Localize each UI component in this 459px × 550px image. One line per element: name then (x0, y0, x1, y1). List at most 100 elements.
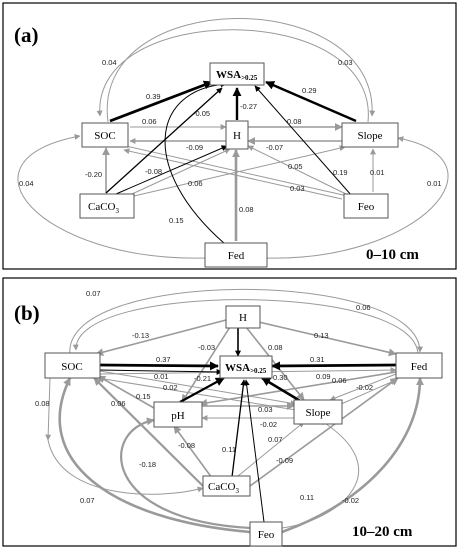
coef-b-h-soc: -0.13 (132, 331, 149, 340)
edge-b-soc-wsa-thin (99, 368, 223, 375)
edge-b-feo-ph (120, 417, 251, 530)
coef-b-ph-wsa: -0.21 (194, 374, 211, 383)
edge-b-h-soc (95, 319, 227, 357)
edge-b-fed-soc-arc (72, 299, 419, 356)
edge-caco3-h-gray (131, 148, 231, 195)
coef-b-caco3-ph: -0.08 (178, 441, 195, 450)
svg-text:Fed: Fed (228, 250, 245, 262)
node-a-h: H (225, 120, 249, 150)
svg-text:Slope: Slope (305, 407, 330, 419)
svg-text:H: H (233, 130, 241, 142)
coef-a-arc-top-right: 0.03 (338, 58, 353, 67)
coef-b-feo-slope: -0.02 (342, 496, 359, 505)
svg-text:WSA>0.25: WSA>0.25 (225, 362, 267, 375)
coef-b-h-slope: 0.08 (268, 343, 283, 352)
coef-a-soc-h-upper: 0.06 (142, 117, 157, 126)
coef-b-arc-top: 0.07 (86, 289, 101, 298)
coef-b-caco3-soc: -0.18 (139, 460, 156, 469)
coef-a-slope-wsa: 0.29 (302, 86, 317, 95)
coef-b-fed-wsa: 0.31 (310, 355, 325, 364)
panel-a-depth: 0–10 cm (366, 247, 419, 263)
coef-a-arc-top-left: 0.04 (102, 58, 117, 67)
edge-fed-soc-arc (17, 134, 206, 259)
edge-feo-wsa (254, 85, 353, 197)
edge-b-h-fed (249, 319, 397, 357)
edge-caco3-wsa (105, 87, 223, 194)
node-b-caco3: CaCO3 (202, 475, 251, 497)
edge-b-feo-fed (281, 377, 424, 534)
coef-b-soc-wsa: 0.37 (156, 355, 171, 364)
coef-a-h-wsa: -0.27 (240, 102, 257, 111)
coef-a-feo-h: 0.19 (333, 168, 348, 177)
edge-b-slope-wsa (261, 376, 303, 404)
coef-b-caco3-slope: 0.07 (268, 435, 283, 444)
edge-soc-feo (125, 145, 353, 199)
edge-b-caco3-ph (173, 425, 213, 479)
node-a-wsa: WSA>0.25 (209, 62, 265, 86)
coef-a-caco3-soc: -0.20 (85, 170, 102, 179)
svg-text:pH: pH (171, 410, 185, 422)
edge-b-fed-slope (329, 373, 397, 401)
coef-b-ph-slope-lower: -0.02 (260, 420, 277, 429)
edge-b-soc-slope (99, 370, 297, 407)
edge-b-soc-left (45, 377, 52, 441)
coef-a-soc-feo: 0.05 (288, 162, 303, 171)
node-b-wsa: WSA>0.25 (219, 355, 273, 379)
coef-a-feo-wsa: -0.05 (193, 109, 210, 118)
edge-b-ph-soc (97, 375, 155, 409)
node-b-slope: Slope (293, 399, 343, 425)
edge-b-feo-slope (281, 419, 359, 529)
coef-a-soc-h-lower: -0.09 (186, 143, 203, 152)
coef-a-h-slope-upper: 0.08 (287, 117, 302, 126)
edge-b-soc-wsa (99, 361, 219, 371)
coef-b-soc-left: 0.08 (35, 399, 50, 408)
coef-b-ph-slope-upper: 0.03 (258, 405, 273, 414)
svg-text:SOC: SOC (61, 361, 82, 373)
edge-b-feo-soc (58, 377, 251, 534)
coef-b-soc-ph: 0.15 (136, 392, 151, 401)
svg-text:Feo: Feo (258, 529, 275, 541)
coef-b-arc-top-right: 0.06 (356, 303, 371, 312)
svg-text:H: H (239, 312, 247, 324)
node-a-fed: Fed (204, 242, 268, 268)
coef-b-slope-wsa: 0.30 (273, 373, 288, 382)
coef-b-fed-slope-lower: -0.02 (356, 383, 373, 392)
coef-a-fed-soc-arc: 0.04 (19, 179, 34, 188)
edge-b-ph-wsa (179, 377, 225, 403)
coef-b-soc-slope: 0.01 (154, 372, 169, 381)
edge-b-feo-wsa (243, 379, 265, 523)
node-a-soc: SOC (81, 122, 129, 148)
node-b-soc: SOC (44, 352, 101, 379)
node-b-ph: pH (153, 401, 203, 428)
edge-b-soc-left-curve (47, 439, 204, 495)
coef-a-caco3-h: -0.08 (145, 167, 162, 176)
edge-slope-wsa (265, 80, 357, 123)
coef-b-fed-slope: 0.06 (332, 376, 347, 385)
panel-b: (b) 10–20 cm (2, 277, 457, 547)
coef-a-caco3-slope: 0.06 (188, 179, 203, 188)
svg-text:Slope: Slope (357, 130, 382, 142)
edge-b-fed-ph (199, 371, 397, 407)
svg-text:SOC: SOC (94, 130, 115, 142)
svg-text:CaCO3: CaCO3 (208, 481, 240, 495)
coef-a-feo-slope: 0.01 (370, 168, 385, 177)
node-a-caco3: CaCO3 (79, 193, 135, 219)
coef-b-h-fed: 0.13 (314, 331, 329, 340)
edge-b-caco3-fed (249, 377, 399, 487)
coef-a-soc-wsa: 0.39 (146, 92, 161, 101)
edge-soc-wsa (109, 80, 213, 123)
svg-text:WSA>0.25: WSA>0.25 (216, 69, 258, 82)
edge-fed-slope-arc (265, 136, 449, 259)
edge-b-slope-fed (331, 379, 397, 409)
panel-b-depth: 10–20 cm (352, 524, 413, 540)
coef-b-caco3-wsa: 0.11 (222, 445, 236, 454)
edge-caco3-h-black (115, 145, 228, 195)
panel-a: (a) 0–10 cm 0.04 0.03 0.39 0.29 -0.27 - (2, 2, 457, 270)
coef-b-fed-ph: 0.09 (316, 372, 331, 381)
edge-fed-wsa (164, 81, 227, 245)
coef-b-feo-fed: 0.11 (300, 493, 314, 502)
edge-b-caco3-wsa (231, 379, 247, 478)
panel-a-label: (a) (14, 23, 39, 47)
coef-a-feo-soc: 0.03 (290, 184, 305, 193)
coef-b-h-ph: -0.03 (198, 343, 215, 352)
